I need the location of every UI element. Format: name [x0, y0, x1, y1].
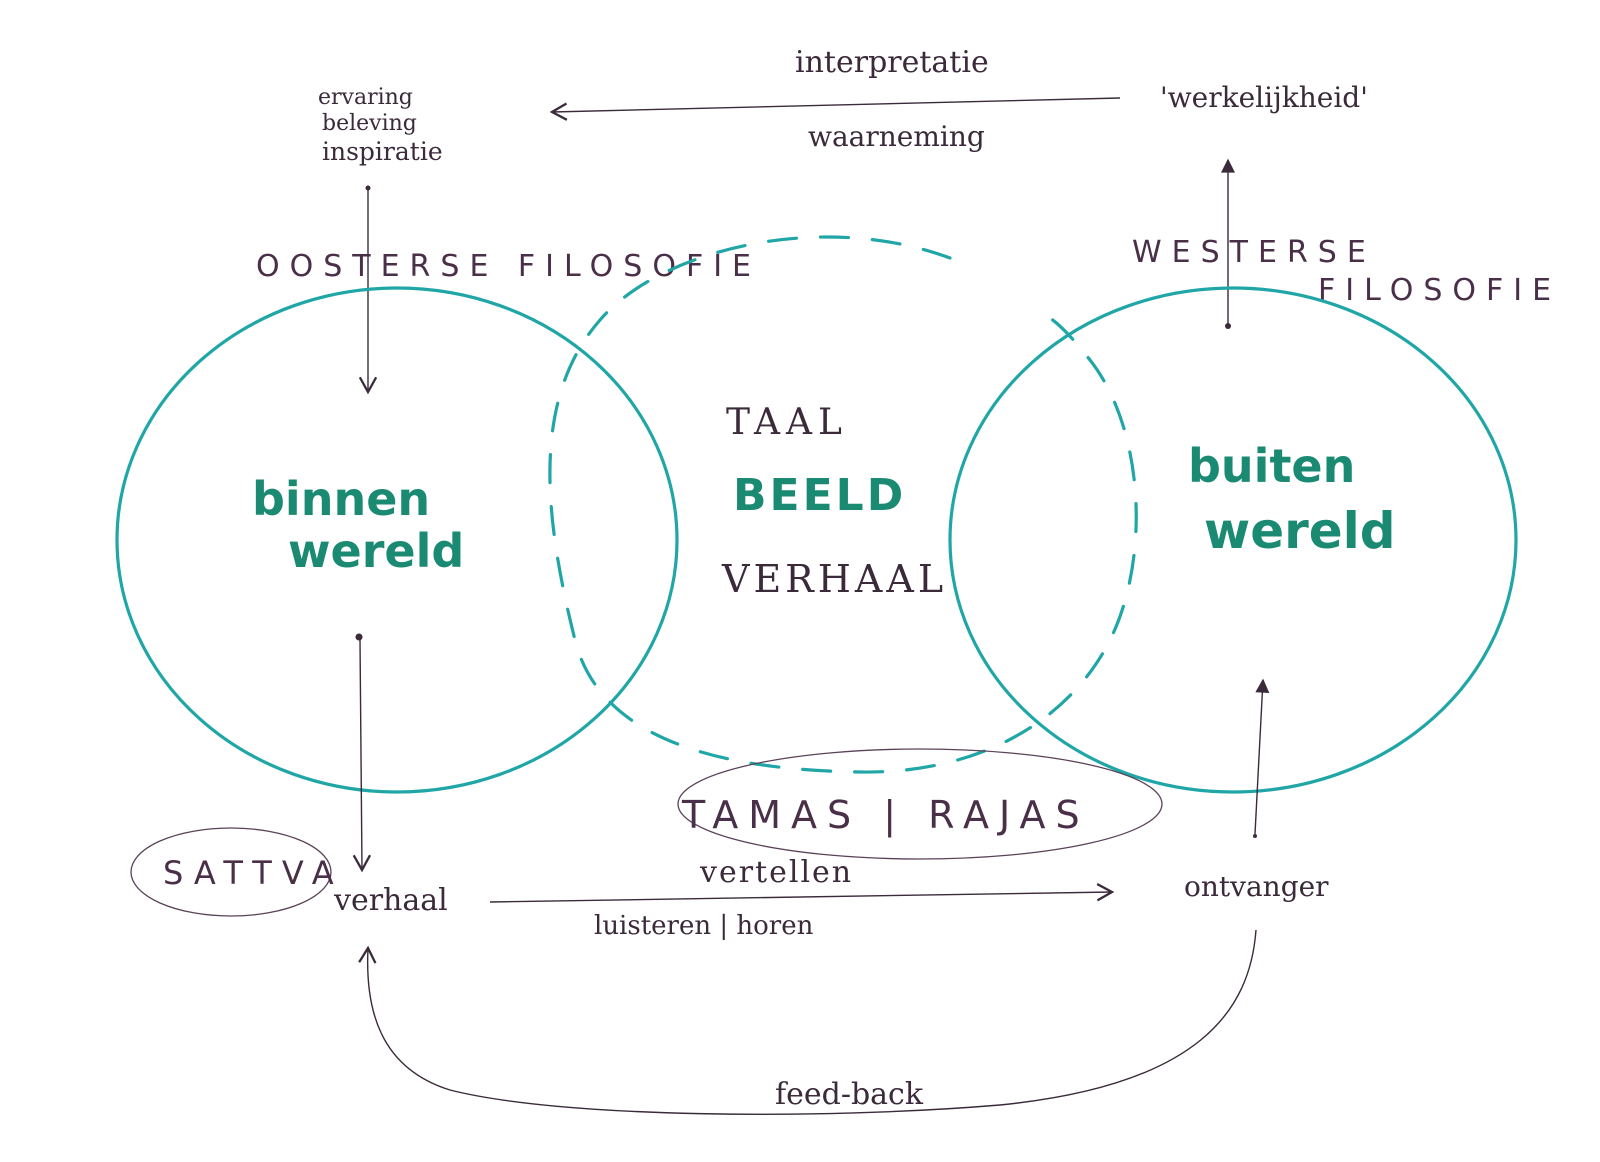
label-inspiratie: inspiratie	[322, 137, 443, 166]
label-verhaal: verhaal	[333, 883, 448, 918]
label-ontvanger: ontvanger	[1184, 870, 1329, 903]
label-verhaal-center: VERHAAL	[721, 557, 947, 601]
label-westerse-filosofie: FILOSOFIE	[1318, 273, 1561, 308]
label-tamas-rajas: TAMAS | RAJAS	[681, 793, 1090, 838]
circle-buitenwereld	[948, 286, 1518, 794]
arrow-to-verhaal	[352, 639, 372, 873]
label-binnen: binnen	[252, 472, 430, 526]
arrow-vertellen	[489, 883, 1115, 903]
label-binnen-wereld: wereld	[288, 524, 464, 578]
label-buiten: buiten	[1188, 439, 1355, 493]
label-buiten-wereld: wereld	[1204, 502, 1396, 560]
label-beeld: BEELD	[733, 470, 906, 521]
dot-ontvanger	[1253, 834, 1257, 838]
label-ervaring: ervaring	[318, 85, 413, 110]
arrow-feedback	[358, 929, 1257, 1115]
label-vertellen: vertellen	[699, 855, 853, 890]
arrow-to-buitenwereld	[1254, 678, 1270, 835]
label-beleving: beleving	[322, 111, 417, 136]
label-oosterse-filosofie: OOSTERSE FILOSOFIE	[256, 249, 761, 284]
label-feedback: feed-back	[775, 1077, 924, 1112]
circle-binnenwereld	[115, 286, 679, 794]
oval-sattva	[130, 827, 332, 917]
dot-inspiratie	[365, 185, 371, 191]
label-sattva: SATTVA	[163, 854, 344, 892]
label-taal: TAAL	[726, 402, 848, 443]
label-werkelijkheid: 'werkelijkheid'	[1160, 81, 1368, 114]
dot-buiten-top	[1225, 323, 1231, 329]
arrow-interpretatie	[549, 97, 1121, 121]
label-waarneming: waarneming	[808, 120, 985, 153]
dot-binnen-bottom	[355, 633, 363, 641]
oval-tamas-rajas	[677, 748, 1163, 860]
label-interpretatie: interpretatie	[795, 45, 989, 80]
label-luisteren-horen: luisteren | horen	[594, 911, 814, 941]
label-westerse: WESTERSE	[1132, 235, 1376, 270]
